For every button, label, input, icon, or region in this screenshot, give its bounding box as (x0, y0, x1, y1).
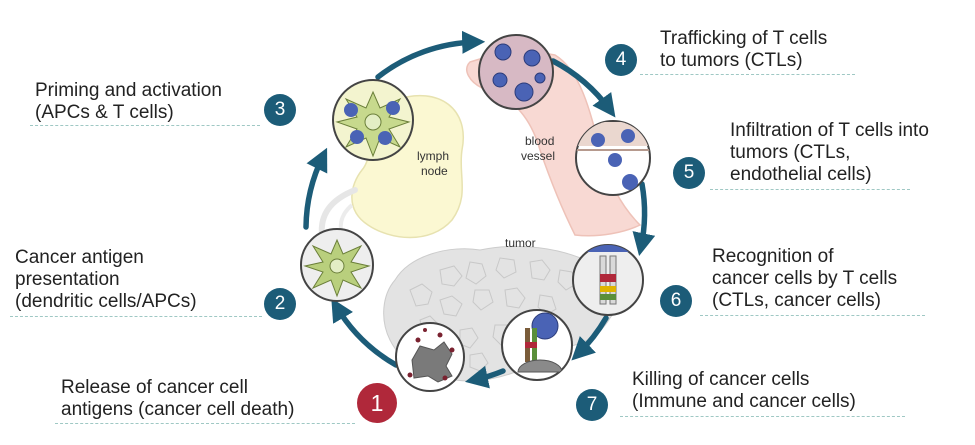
step-4-label: Trafficking of T cells to tumors (CTLs) (660, 28, 827, 72)
step-5-label: Infiltration of T cells into tumors (CTL… (730, 120, 929, 186)
stage-circle-7 (501, 309, 573, 381)
blood-vessel-label-line1: blood (525, 134, 554, 148)
step-5-line: tumors (CTLs, (730, 142, 851, 163)
stage-circle-6 (572, 244, 644, 316)
step-5-badge: 5 (673, 157, 705, 189)
arrow-6-to-7 (571, 315, 609, 361)
step-4-line: to tumors (CTLs) (660, 50, 803, 71)
lymph-node-label-line2: node (421, 164, 448, 178)
stage-circle-1 (395, 322, 465, 392)
stage-circle-2 (300, 228, 374, 302)
arrow-7-to-1 (464, 365, 506, 389)
step-4-divider (640, 74, 855, 75)
stage-circle-3 (332, 79, 414, 161)
arrow-5-to-6 (632, 181, 656, 257)
step-2-line: (dendritic cells/APCs) (15, 291, 197, 312)
arrow-1-to-2 (331, 298, 399, 368)
step-1-line: Release of cancer cell (61, 377, 248, 398)
step-7-badge: 7 (576, 389, 608, 421)
step-2-line: Cancer antigen (15, 247, 144, 268)
step-6-badge: 6 (660, 285, 692, 317)
step-4-badge: 4 (605, 44, 637, 76)
blood-vessel-label-line2: vessel (521, 149, 555, 163)
lymph-node-label-line1: lymph (417, 149, 449, 163)
step-2-line: presentation (15, 269, 120, 290)
step-5-line: endothelial cells) (730, 164, 872, 185)
step-7-divider (620, 416, 905, 417)
arrow-4-to-5 (550, 58, 616, 118)
step-2-badge: 2 (264, 288, 296, 320)
cycle-arrows (303, 30, 656, 389)
step-3-divider (30, 125, 260, 126)
step-7-label: Killing of cancer cells (Immune and canc… (632, 369, 856, 413)
step-6-divider (700, 315, 925, 316)
step-6-line: cancer cells by T cells (712, 268, 898, 289)
step-7-line: (Immune and cancer cells) (632, 391, 856, 412)
arrow-2-to-3 (303, 147, 328, 230)
step-2-label: Cancer antigen presentation (dendritic c… (15, 247, 197, 313)
step-3-label: Priming and activation (APCs & T cells) (35, 80, 222, 124)
stage-circle-5 (575, 120, 651, 196)
step-1-badge: 1 (357, 383, 397, 423)
step-1-divider (55, 423, 355, 424)
step-6-line: Recognition of (712, 246, 834, 267)
step-4-line: Trafficking of T cells (660, 28, 828, 49)
step-3-line: Priming and activation (35, 80, 222, 101)
step-3-line: (APCs & T cells) (35, 102, 174, 123)
step-5-divider (710, 189, 910, 190)
stage-circle-4 (478, 34, 554, 110)
tumor-label: tumor (505, 236, 536, 250)
step-1-line: antigens (cancer cell death) (61, 399, 295, 420)
step-5-line: Infiltration of T cells into (730, 120, 929, 141)
arrow-3-to-4 (375, 30, 486, 80)
step-7-line: Killing of cancer cells (632, 369, 810, 390)
step-6-label: Recognition of cancer cells by T cells (… (712, 246, 897, 312)
step-6-line: (CTLs, cancer cells) (712, 290, 881, 311)
step-2-divider (10, 316, 262, 317)
step-3-badge: 3 (264, 94, 296, 126)
step-1-label: Release of cancer cell antigens (cancer … (61, 377, 294, 421)
